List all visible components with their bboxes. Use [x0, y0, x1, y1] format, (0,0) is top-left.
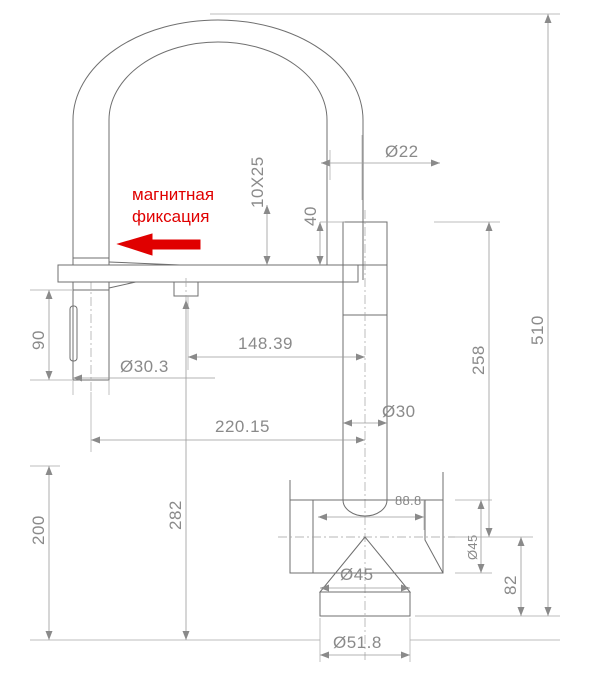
dim-888-label: 88.8 [395, 493, 422, 508]
dim-d45h-label: Ø45 [465, 535, 480, 560]
dim-d45-label: Ø45 [340, 565, 374, 584]
spray-head-button [69, 305, 78, 362]
horizontal-bar [57, 264, 359, 283]
dim-40-label: 40 [301, 206, 320, 226]
gooseneck-inner-arc [108, 41, 328, 272]
dim-200-label: 200 [29, 515, 48, 545]
dim-d22-label: Ø22 [385, 142, 419, 161]
gooseneck-outer-arc [72, 19, 364, 280]
handle-right-taper [424, 500, 444, 574]
dim-d30-label: Ø30 [382, 402, 416, 421]
dim-82-label: 82 [501, 575, 520, 595]
dim-14839-label: 148.39 [238, 334, 293, 353]
dim-90-label: 90 [29, 330, 48, 350]
base-plate [319, 591, 411, 617]
faucet-outline-group [57, 19, 455, 660]
dim-258-label: 258 [469, 345, 488, 375]
dim-d518-label: Ø51.8 [333, 633, 382, 652]
dimension-group: Ø22 10X25 40 Ø30.3 90 148.39 220.15 Ø30 [29, 13, 560, 662]
magnetic-note-line1: магнитная [132, 185, 214, 204]
magnetic-arrow-icon [116, 233, 201, 256]
dim-510-label: 510 [528, 315, 547, 345]
dim-d303-label: Ø30.3 [120, 357, 169, 376]
magnetic-annotation-group: магнитная фиксация [116, 185, 214, 256]
magnetic-note-line2: фиксация [132, 207, 210, 226]
dim-10x25-label: 10X25 [248, 156, 267, 208]
dim-22015-label: 220.15 [215, 417, 270, 436]
dim-282-label: 282 [166, 500, 185, 530]
